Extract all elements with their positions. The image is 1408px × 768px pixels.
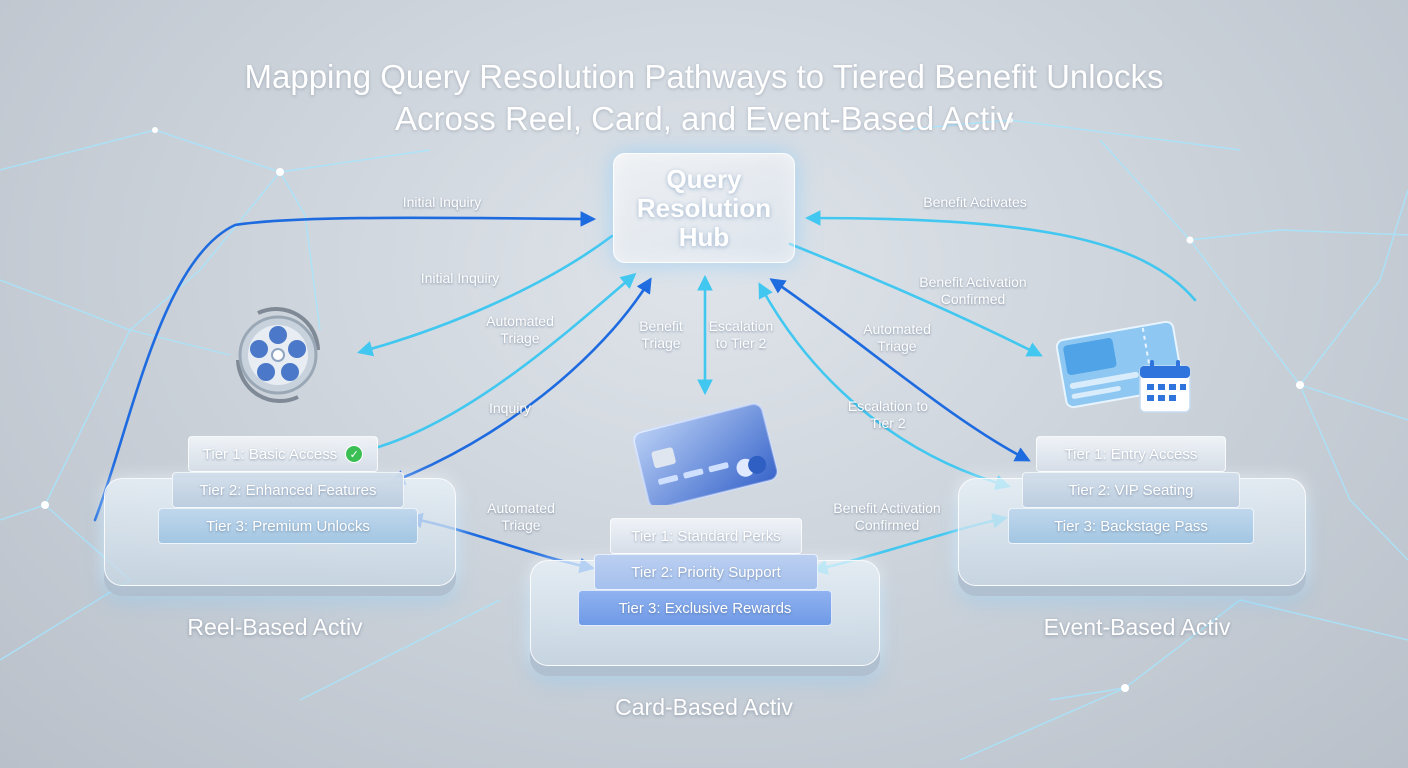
event-tier-1: Tier 1: Entry Access: [1036, 436, 1226, 472]
event-tier-1-label: Tier 1: Entry Access: [1064, 445, 1198, 463]
edge-label-automated-triage-right: Automated Triage: [863, 321, 931, 354]
reel-tier-1-label: Tier 1: Basic Access: [202, 445, 338, 463]
event-tier-2-label: Tier 2: VIP Seating: [1068, 481, 1194, 499]
card-tier-2: Tier 2: Priority Support: [594, 554, 818, 590]
credit-card-icon: [632, 403, 779, 505]
ticket-calendar-icon: [1055, 320, 1191, 413]
card-tier-1: Tier 1: Standard Perks: [610, 518, 802, 554]
card-tier-3: Tier 3: Exclusive Rewards: [578, 590, 832, 626]
edge-label-inquiry: Inquiry: [488, 400, 532, 416]
reel-tier-3-label: Tier 3: Premium Unlocks: [206, 517, 370, 535]
event-tier-3: Tier 3: Backstage Pass: [1008, 508, 1254, 544]
card-tier-1-label: Tier 1: Standard Perks: [631, 527, 781, 545]
title-line-1: Mapping Query Resolution Pathways to Tie…: [244, 58, 1164, 96]
edge-label-benefit-activation-confirmed-top: Benefit Activation Confirmed: [919, 274, 1027, 307]
event-tier-2: Tier 2: VIP Seating: [1022, 472, 1240, 508]
reel-tier-2-label: Tier 2: Enhanced Features: [199, 481, 377, 499]
reel-tier-1: Tier 1: Basic Access ✓: [188, 436, 378, 472]
reel-platform-label: Reel-Based Activ: [187, 614, 363, 640]
edge-label-escalation-center: Escalation to Tier 2: [708, 318, 774, 351]
event-platform-label: Event-Based Activ: [1043, 614, 1231, 640]
reel-tier-2: Tier 2: Enhanced Features: [172, 472, 404, 508]
edge-hub-reel-t2: [389, 277, 652, 485]
edge-label-initial-inquiry: Initial Inquiry: [420, 270, 500, 286]
edge-reel-hub-long: [93, 211, 597, 522]
title-line-2: Across Reel, Card, and Event-Based Activ: [394, 100, 1014, 138]
query-resolution-hub: Query Resolution Hub: [613, 153, 795, 263]
edge-label-initial-inquiry-top: Initial Inquiry: [402, 194, 482, 210]
edge-label-automated-triage-left: Automated Triage: [486, 313, 554, 346]
diagram-title: Mapping Query Resolution Pathways to Tie…: [0, 56, 1408, 140]
card-tier-2-label: Tier 2: Priority Support: [631, 563, 781, 581]
film-reel-icon: [236, 307, 320, 403]
hub-label: Query Resolution Hub: [636, 163, 772, 252]
edge-label-benefit-activation-confirmed-bottom: Benefit Activation Confirmed: [833, 500, 941, 533]
edge-label-escalation-right: Escalation to Tier 2: [847, 398, 929, 431]
edge-label-automated-triage-bottom: Automated Triage: [487, 500, 555, 533]
edge-label-benefit-triage: Benefit Triage: [639, 318, 683, 351]
edge-label-benefit-activates: Benefit Activates: [923, 194, 1027, 210]
edge-hub-event-t2: [758, 282, 1012, 491]
event-tier-3-label: Tier 3: Backstage Pass: [1054, 517, 1208, 535]
edge-event-hub-top: [804, 210, 1197, 302]
check-circle-icon: ✓: [345, 445, 364, 463]
card-platform-label: Card-Based Activ: [615, 694, 793, 720]
card-tier-3-label: Tier 3: Exclusive Rewards: [618, 599, 792, 617]
reel-tier-3: Tier 3: Premium Unlocks: [158, 508, 418, 544]
